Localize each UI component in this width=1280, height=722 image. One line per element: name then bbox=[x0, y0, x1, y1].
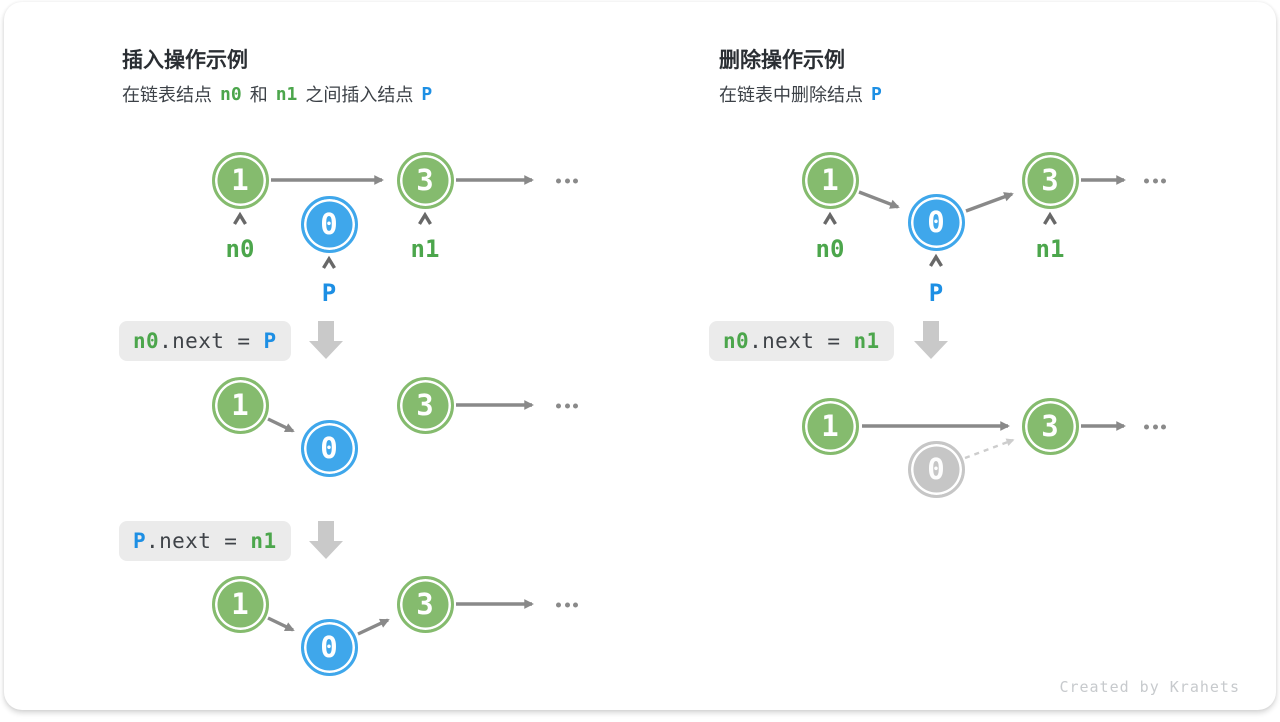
down-arrow-icon bbox=[309, 321, 343, 359]
node-3: 3 bbox=[396, 575, 454, 633]
node-3: 3 bbox=[1021, 397, 1079, 455]
code-token-n0: n0 bbox=[723, 329, 750, 353]
code-box-n0-next-n1: n0.next = n1 bbox=[709, 321, 894, 361]
node-p-0: 0 bbox=[300, 618, 358, 676]
node-3: 3 bbox=[396, 376, 454, 434]
caret-up-icon bbox=[233, 211, 247, 225]
insert-panel-subtitle: 在链表结点 n0 和 n1 之间插入结点 P bbox=[122, 81, 440, 107]
code-token-p: P bbox=[263, 329, 277, 353]
node-1: 1 bbox=[801, 151, 859, 209]
ellipsis-icon bbox=[1144, 424, 1166, 430]
arrow-1-to-0 bbox=[267, 417, 295, 433]
diagram-canvas: 插入操作示例 在链表结点 n0 和 n1 之间插入结点 P 1 3 0 n0 n… bbox=[4, 2, 1276, 710]
code-token-p: P bbox=[133, 529, 147, 553]
subtitle-token-p: P bbox=[421, 83, 433, 105]
subtitle-text: 在链表中删除结点 bbox=[719, 85, 863, 105]
ellipsis-icon bbox=[556, 178, 578, 184]
code-token-n1: n1 bbox=[250, 529, 277, 553]
pointer-label-p: P bbox=[321, 279, 337, 307]
subtitle-text: 之间插入结点 bbox=[305, 85, 414, 105]
node-p-0: 0 bbox=[300, 419, 358, 477]
node-p-0: 0 bbox=[907, 193, 965, 251]
code-box-p-next-n1: P.next = n1 bbox=[119, 521, 291, 561]
caret-up-icon bbox=[929, 253, 943, 267]
arrow-0-to-3 bbox=[357, 618, 390, 636]
code-box-n0-next-p: n0.next = P bbox=[119, 321, 291, 361]
down-arrow-icon bbox=[914, 321, 948, 359]
caret-up-icon bbox=[418, 211, 432, 225]
ellipsis-icon bbox=[1144, 178, 1166, 184]
node-1: 1 bbox=[211, 151, 269, 209]
node-3: 3 bbox=[1021, 151, 1079, 209]
node-1: 1 bbox=[211, 376, 269, 434]
subtitle-token-p: P bbox=[871, 83, 882, 105]
node-1: 1 bbox=[801, 397, 859, 455]
delete-panel-subtitle: 在链表中删除结点 P bbox=[719, 81, 890, 107]
code-text: .next = bbox=[146, 529, 251, 553]
subtitle-token-n1: n1 bbox=[275, 83, 298, 105]
code-text: .next = bbox=[159, 329, 264, 353]
credit-text: Created by Krahets bbox=[1059, 678, 1240, 696]
delete-panel-title: 删除操作示例 bbox=[719, 49, 845, 72]
subtitle-token-n0: n0 bbox=[220, 83, 242, 105]
arrow-0-to-3 bbox=[965, 192, 1014, 213]
ellipsis-icon bbox=[556, 403, 578, 409]
pointer-label-n0: n0 bbox=[815, 235, 845, 263]
pointer-label-n0: n0 bbox=[225, 235, 255, 263]
pointer-label-p: P bbox=[928, 279, 944, 307]
code-token-n0: n0 bbox=[133, 329, 160, 353]
node-removed-0: 0 bbox=[907, 440, 965, 498]
node-p-0: 0 bbox=[300, 195, 358, 253]
arrows-layer bbox=[233, 175, 1126, 636]
node-1: 1 bbox=[211, 575, 269, 633]
dashed-removed-link-0-to-3 bbox=[964, 438, 1015, 460]
pointer-label-n1: n1 bbox=[410, 235, 440, 263]
code-text: .next = bbox=[749, 329, 854, 353]
code-token-n1: n1 bbox=[853, 329, 880, 353]
caret-up-icon bbox=[1043, 211, 1057, 225]
down-arrow-icon bbox=[309, 521, 343, 559]
node-3: 3 bbox=[396, 151, 454, 209]
caret-up-icon bbox=[322, 255, 336, 269]
caret-up-icon bbox=[823, 211, 837, 225]
insert-panel-title: 插入操作示例 bbox=[122, 49, 248, 72]
pointer-label-n1: n1 bbox=[1035, 235, 1065, 263]
subtitle-text: 和 bbox=[249, 85, 268, 105]
arrow-1-to-0 bbox=[267, 616, 295, 632]
subtitle-text: 在链表结点 bbox=[122, 85, 212, 105]
ellipsis-icon bbox=[556, 602, 578, 608]
arrow-1-to-0 bbox=[858, 190, 900, 209]
